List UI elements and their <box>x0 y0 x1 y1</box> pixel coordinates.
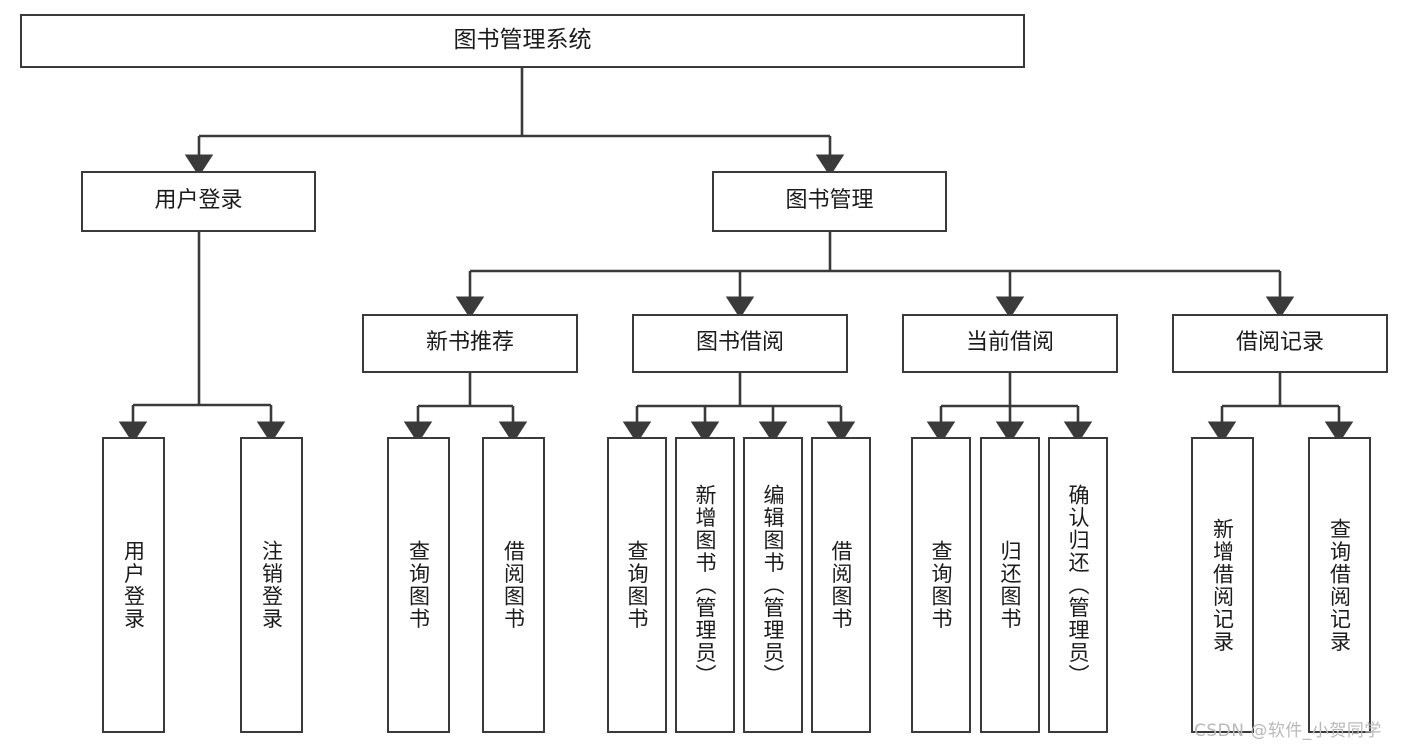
node-borrow-record[interactable]: 借阅记录 <box>1172 314 1388 373</box>
node-book-borrow[interactable]: 图书借阅 <box>632 314 848 373</box>
leaf-add-book-admin-label: 新增图书（管理员） <box>693 483 718 687</box>
leaf-query-book-current[interactable]: 查询图书 <box>911 437 971 733</box>
node-book-management[interactable]: 图书管理 <box>712 171 947 232</box>
leaf-borrow-book-label: 借阅图书 <box>829 540 854 630</box>
leaf-confirm-return-admin[interactable]: 确认归还（管理员） <box>1048 437 1108 733</box>
leaf-user-login-label: 用户登录 <box>121 540 146 630</box>
node-borrow-record-label: 借阅记录 <box>1235 330 1324 356</box>
node-new-book-recommend[interactable]: 新书推荐 <box>362 314 578 373</box>
leaf-return-book[interactable]: 归还图书 <box>980 437 1040 733</box>
leaf-logout[interactable]: 注销登录 <box>240 437 303 733</box>
node-book-management-label: 图书管理 <box>785 188 874 214</box>
leaf-query-borrow-record[interactable]: 查询借阅记录 <box>1308 437 1371 733</box>
leaf-add-borrow-record[interactable]: 新增借阅记录 <box>1191 437 1254 733</box>
node-new-book-recommend-label: 新书推荐 <box>425 330 514 356</box>
leaf-query-book-borrow[interactable]: 查询图书 <box>607 437 667 733</box>
leaf-query-book-recommend-label: 查询图书 <box>406 540 431 630</box>
node-user-login[interactable]: 用户登录 <box>81 171 316 232</box>
node-root[interactable]: 图书管理系统 <box>20 14 1025 68</box>
leaf-add-borrow-record-label: 新增借阅记录 <box>1210 517 1235 653</box>
leaf-edit-book-admin-label: 编辑图书（管理员） <box>761 483 786 687</box>
leaf-query-borrow-record-label: 查询借阅记录 <box>1327 517 1352 653</box>
leaf-borrow-book-recommend-label: 借阅图书 <box>501 540 526 630</box>
leaf-query-book-current-label: 查询图书 <box>929 540 954 630</box>
node-current-borrow[interactable]: 当前借阅 <box>902 314 1118 373</box>
leaf-user-login[interactable]: 用户登录 <box>102 437 165 733</box>
node-root-label: 图书管理系统 <box>453 27 592 54</box>
node-book-borrow-label: 图书借阅 <box>695 330 784 356</box>
leaf-return-book-label: 归还图书 <box>998 540 1023 630</box>
leaf-add-book-admin[interactable]: 新增图书（管理员） <box>675 437 735 733</box>
leaf-borrow-book[interactable]: 借阅图书 <box>811 437 871 733</box>
leaf-edit-book-admin[interactable]: 编辑图书（管理员） <box>743 437 803 733</box>
leaf-borrow-book-recommend[interactable]: 借阅图书 <box>482 437 545 733</box>
leaf-confirm-return-admin-label: 确认归还（管理员） <box>1066 483 1091 687</box>
node-user-login-label: 用户登录 <box>154 188 243 214</box>
node-current-borrow-label: 当前借阅 <box>965 330 1054 356</box>
leaf-logout-label: 注销登录 <box>259 540 284 630</box>
leaf-query-book-recommend[interactable]: 查询图书 <box>387 437 450 733</box>
leaf-query-book-borrow-label: 查询图书 <box>625 540 650 630</box>
